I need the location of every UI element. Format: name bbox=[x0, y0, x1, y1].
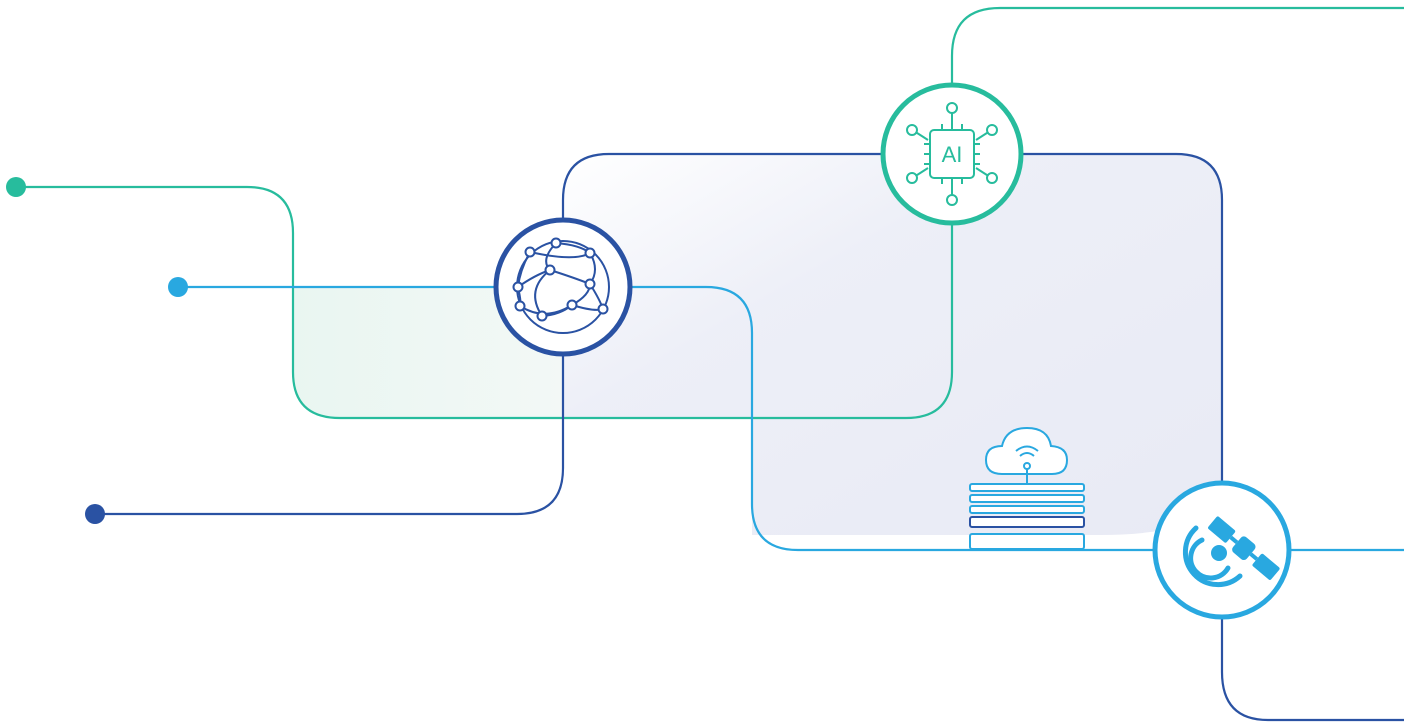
navy-endpoint-dot bbox=[85, 504, 105, 524]
network-node[interactable] bbox=[493, 217, 633, 357]
sky-connector-line bbox=[176, 285, 1404, 552]
teal-connector-line bbox=[14, 6, 1404, 420]
satellite-node[interactable] bbox=[1152, 480, 1292, 620]
blue-region-fill bbox=[563, 154, 1222, 535]
globe-network-nodes bbox=[512, 237, 609, 322]
cloud-server-icon bbox=[969, 426, 1085, 550]
ai-chip-icon bbox=[906, 102, 998, 206]
teal-region-fill bbox=[293, 287, 563, 418]
teal-endpoint-dot bbox=[6, 177, 26, 197]
ai-node[interactable]: AI bbox=[880, 82, 1024, 226]
ai-label: AI bbox=[942, 142, 963, 167]
satellite-dish-icon bbox=[1182, 516, 1280, 588]
sky-endpoint-dot bbox=[168, 277, 188, 297]
